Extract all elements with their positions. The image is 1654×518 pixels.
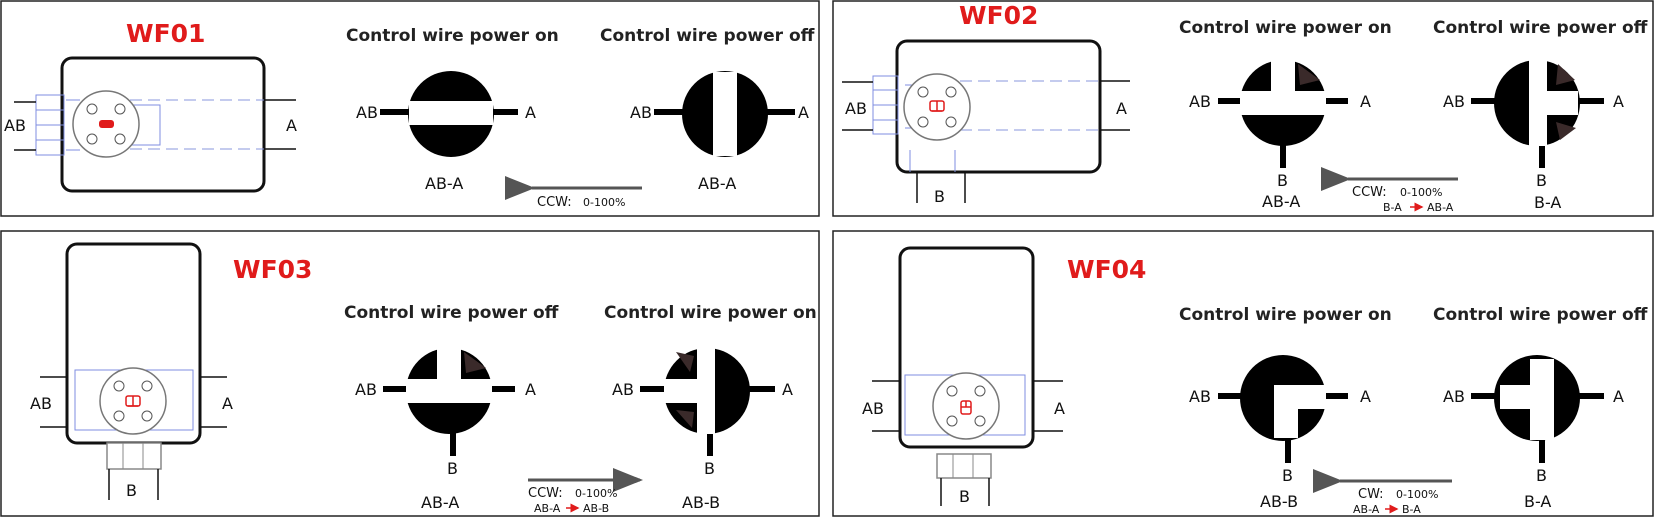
state2-heading: Control wire power off [1433, 18, 1648, 38]
port-label-ab: AB [30, 394, 52, 413]
port-label-ab: AB [845, 99, 867, 118]
state1-port-b: B [1282, 466, 1293, 485]
state2-caption: B-A [1534, 193, 1561, 212]
valve-state2-symbol [1471, 355, 1604, 463]
panel-wf03: WF03 AB A B Control wire power off [0, 230, 820, 517]
actuator-drawing [842, 39, 1130, 203]
state1-heading: Control wire power on [1179, 18, 1392, 38]
state1-port-a: A [1360, 92, 1371, 111]
sequence-from: AB-A [1353, 503, 1380, 516]
state1-port-ab: AB [1189, 92, 1211, 111]
state1-port-b: B [1277, 171, 1288, 190]
panel-frame [832, 0, 1654, 217]
panel-title: WF02 [959, 1, 1038, 30]
state2-port-b: B [704, 459, 715, 478]
state2-port-a: A [1613, 387, 1624, 406]
state2-port-b: B [1536, 171, 1547, 190]
sequence-from: AB-A [534, 502, 561, 515]
port-label-b: B [126, 481, 137, 500]
state1-port-ab: AB [1189, 387, 1211, 406]
rotation-label: CCW: [537, 195, 572, 210]
panel-wf01: WF01 AB A Control wire power on [0, 0, 820, 217]
valve-state1-symbol [383, 348, 515, 456]
valve-state2-symbol [1471, 60, 1604, 168]
state2-port-ab: AB [1443, 387, 1465, 406]
state2-heading: Control wire power off [600, 26, 815, 46]
panel-frame [832, 230, 1654, 517]
port-label-ab: AB [862, 399, 884, 418]
state2-heading: Control wire power on [604, 303, 817, 323]
panel-title: WF03 [233, 255, 312, 284]
state1-port-ab: AB [356, 103, 378, 122]
state2-port-a: A [1613, 92, 1624, 111]
port-label-a: A [1054, 399, 1065, 418]
rotation-range: 0-100% [1400, 186, 1442, 199]
rotation-range: 0-100% [583, 196, 625, 209]
valve-state1-symbol [380, 71, 518, 157]
sequence-to: AB-B [583, 502, 609, 515]
rotation-range: 0-100% [575, 487, 617, 500]
rotation-label: CCW: [1352, 185, 1387, 200]
state2-port-ab: AB [612, 380, 634, 399]
state1-port-b: B [447, 459, 458, 478]
actuator-drawing [40, 242, 227, 500]
sequence-to: B-A [1402, 503, 1421, 516]
panel-title: WF04 [1067, 255, 1146, 284]
port-label-ab: AB [4, 116, 26, 135]
state2-caption: B-A [1524, 492, 1551, 511]
rotation-range: 0-100% [1396, 488, 1438, 501]
rotation-label: CCW: [528, 486, 563, 501]
panel-frame [0, 230, 820, 517]
state2-caption: AB-B [682, 493, 720, 512]
state2-port-a: A [798, 103, 809, 122]
sequence-to: AB-A [1427, 201, 1454, 214]
state2-caption: AB-A [698, 174, 736, 193]
valve-state2-symbol [640, 348, 775, 456]
panel-title: WF01 [126, 19, 205, 48]
state1-port-a: A [1360, 387, 1371, 406]
state1-port-ab: AB [355, 380, 377, 399]
state2-port-b: B [1536, 466, 1547, 485]
state2-port-a: A [782, 380, 793, 399]
state1-caption: AB-A [421, 493, 459, 512]
port-label-b: B [934, 187, 945, 206]
state1-caption: AB-A [1262, 192, 1300, 211]
valve-state1-symbol [1218, 355, 1348, 463]
state2-port-ab: AB [630, 103, 652, 122]
port-label-a: A [1116, 99, 1127, 118]
valve-state1-symbol [1218, 60, 1348, 168]
rotation-label: CW: [1358, 487, 1384, 502]
actuator-drawing [14, 56, 296, 193]
valve-state2-symbol [654, 71, 795, 157]
panel-wf04: WF04 AB A B Control wire power on [832, 230, 1654, 517]
panel-wf02: WF02 AB A B Control [832, 0, 1654, 217]
port-label-a: A [222, 394, 233, 413]
state2-port-ab: AB [1443, 92, 1465, 111]
state1-caption: AB-B [1260, 492, 1298, 511]
sequence-from: B-A [1383, 201, 1402, 214]
state1-heading: Control wire power off [344, 303, 559, 323]
state1-port-a: A [525, 380, 536, 399]
state1-port-a: A [525, 103, 536, 122]
state1-heading: Control wire power on [1179, 305, 1392, 325]
panel-frame [0, 0, 820, 217]
port-label-a: A [286, 116, 297, 135]
port-label-b: B [959, 487, 970, 506]
state2-heading: Control wire power off [1433, 305, 1648, 325]
state1-heading: Control wire power on [346, 26, 559, 46]
actuator-drawing [872, 246, 1063, 506]
state1-caption: AB-A [425, 174, 463, 193]
